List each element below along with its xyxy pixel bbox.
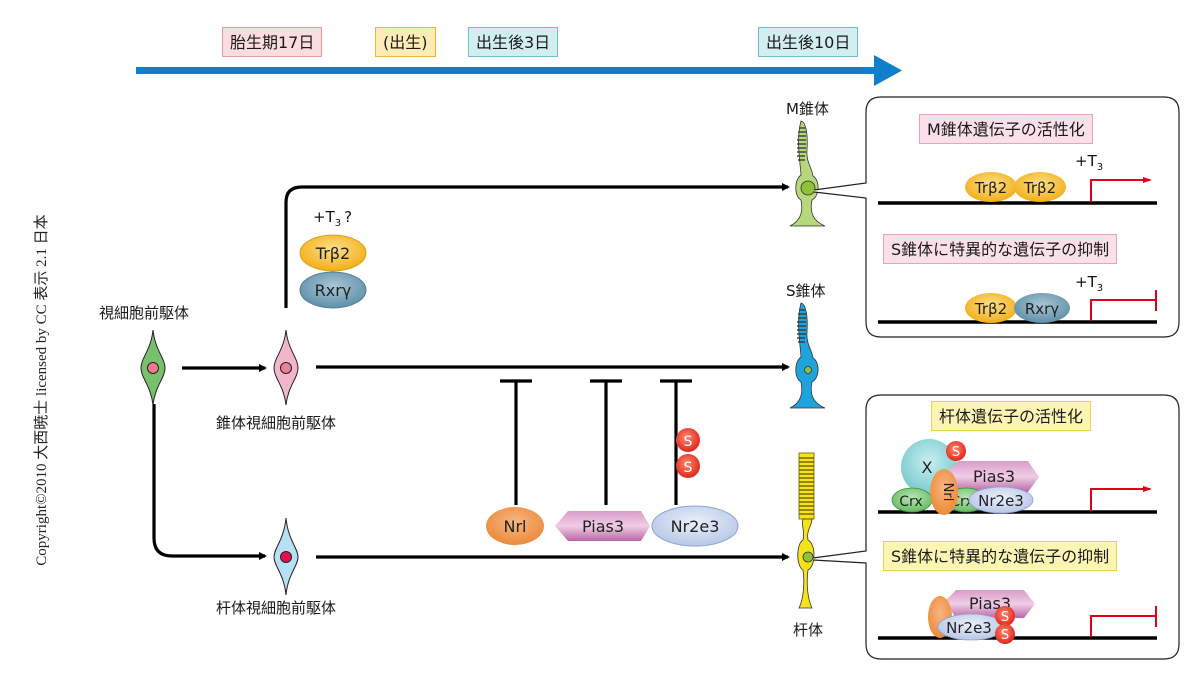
svg-text:S: S: [1001, 610, 1009, 625]
sumo-marker: S: [995, 624, 1015, 644]
timeline-arrow: [136, 55, 902, 86]
sumo-marker: S: [676, 454, 700, 478]
svg-text:Trβ2: Trβ2: [1023, 179, 1056, 197]
protein-pias3: Pias3: [945, 590, 1035, 618]
arrow-cone-precursor-to-m-cone: [284, 183, 790, 308]
panel-title-rod-repression: S錐体に特異的な遺伝子の抑制: [883, 541, 1118, 571]
tss-activation-arrow: [1090, 177, 1152, 202]
label-m-cone: M錐体: [786, 100, 829, 118]
svg-text:Rxrγ: Rxrγ: [1025, 300, 1059, 318]
panel-title-m-cone-repression: S錐体に特異的な遺伝子の抑制: [883, 234, 1118, 264]
tss-activation-arrow: [1090, 486, 1152, 511]
protein-pias3: Pias3: [555, 511, 650, 541]
protein-crx: Crx: [891, 487, 933, 513]
svg-text:Nr2e3: Nr2e3: [671, 517, 720, 536]
tss-repression-bar: [1090, 606, 1157, 637]
label-retinal-progenitor: 視細胞前駆体: [99, 304, 190, 322]
protein-nrl: Nrl: [486, 507, 544, 545]
protein-rxrg: Rxrγ: [1014, 293, 1070, 323]
sumo-marker: S: [676, 428, 700, 452]
arrow-progenitor-to-rod-precursor: [152, 404, 267, 560]
protein-nrl: Nrl: [930, 469, 958, 515]
protein-trb2: Trβ2: [1014, 172, 1066, 202]
protein-trb2: Trβ2: [965, 172, 1017, 202]
s-cone-cell: [789, 302, 826, 409]
timeline-stage-p10: 出生後10日: [758, 27, 859, 57]
panel-title-rod-activation: 杆体遺伝子の活性化: [931, 401, 1092, 431]
svg-text:Rxrγ: Rxrγ: [315, 281, 352, 300]
timeline-stage-p3: 出生後3日: [468, 27, 559, 57]
panel-title-m-cone-activation: M錐体遺伝子の活性化: [919, 114, 1093, 144]
protein-rxrg: Rxrγ: [299, 271, 367, 309]
svg-text:X: X: [922, 458, 933, 477]
cone-precursor-cell: [273, 329, 299, 406]
svg-text:Nr2e3: Nr2e3: [978, 492, 1024, 510]
label-rod-precursor: 杆体視細胞前駆体: [216, 599, 337, 617]
timeline-stage-e17: 胎生期17日: [222, 27, 323, 57]
svg-text:Pias3: Pias3: [582, 517, 624, 536]
rod-precursor-cell: [273, 517, 299, 596]
label-rod: 杆体: [793, 621, 824, 639]
svg-text:Nr2e3: Nr2e3: [946, 619, 992, 637]
svg-text:Nrl: Nrl: [504, 517, 527, 536]
svg-text:S: S: [952, 445, 960, 460]
sumo-marker: S: [946, 441, 966, 461]
inhibit-bar-pias3: [590, 379, 622, 505]
sumo-marker: S: [995, 606, 1015, 626]
m-cone-cell: [789, 120, 826, 227]
t3-label: +T3: [1075, 273, 1103, 294]
protein-trb2: Trβ2: [965, 293, 1017, 323]
label-s-cone: S錐体: [786, 282, 826, 300]
inhibit-bar-nrl: [500, 379, 532, 505]
svg-text:S: S: [1001, 628, 1009, 643]
tss-repression-bar: [1090, 290, 1157, 321]
m-cone-gene-panel: [813, 96, 1180, 338]
inhibit-bar-nr2e3: [660, 379, 692, 505]
protein-pias3: Pias3: [948, 461, 1039, 492]
svg-text:Trβ2: Trβ2: [974, 300, 1007, 318]
svg-text:Nrl: Nrl: [940, 483, 955, 502]
svg-text:S: S: [684, 434, 693, 450]
svg-text:Crx: Crx: [899, 494, 922, 510]
protein-trb2: Trβ2: [299, 234, 367, 272]
copyright-notice: Copyright©2010 大西暁士 licensed by CC 表示 2.…: [34, 214, 50, 566]
rod-cell: [797, 452, 815, 609]
svg-text:Trβ2: Trβ2: [315, 244, 350, 263]
label-cone-precursor: 錐体視細胞前駆体: [216, 414, 337, 432]
svg-text:S: S: [684, 460, 693, 476]
svg-text:Pias3: Pias3: [973, 467, 1015, 486]
t3-label: +T3: [1075, 152, 1103, 173]
t3-question-label: +T3?: [313, 208, 352, 229]
protein-nr2e3: Nr2e3: [968, 486, 1034, 514]
timeline-stage-birth: (出生): [375, 27, 436, 57]
protein-nr2e3: Nr2e3: [651, 505, 739, 547]
protein-nr2e3: Nr2e3: [937, 613, 1005, 641]
svg-text:Trβ2: Trβ2: [974, 179, 1007, 197]
retinal-progenitor-cell: [140, 329, 166, 406]
